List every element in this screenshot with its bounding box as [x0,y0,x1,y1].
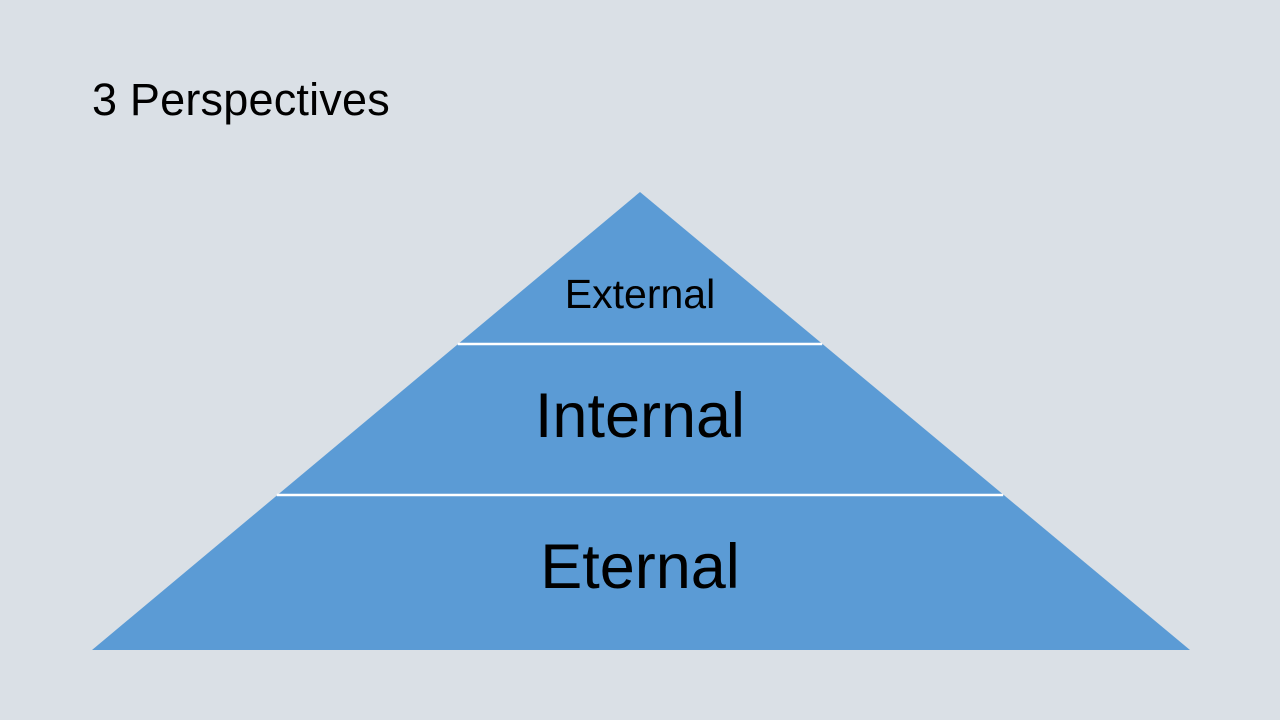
page-title: 3 Perspectives [92,74,390,125]
pyramid-tier-label-internal[interactable]: Internal [534,381,746,451]
pyramid-tier-label-external[interactable]: External [564,271,716,317]
pyramid-tier-label-eternal[interactable]: Eternal [540,532,740,602]
pyramid-body-shape[interactable] [92,192,1190,650]
